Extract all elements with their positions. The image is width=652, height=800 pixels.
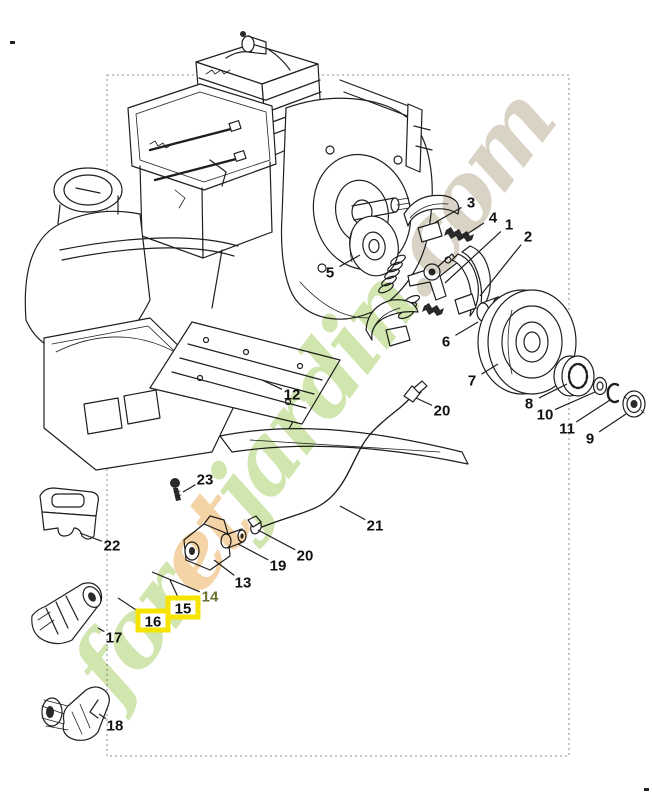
part-label-17: 17 [106, 630, 123, 647]
part-label-15: 15 [175, 601, 192, 618]
part-label-2: 2 [524, 229, 532, 246]
clutch-shoe-top-drawing [403, 194, 474, 243]
corner-mark-1 [10, 41, 15, 44]
leader-line-4 [457, 222, 485, 241]
leader-line-7 [481, 363, 499, 375]
part-label-8: 8 [525, 396, 533, 413]
leader-line-14 [151, 571, 201, 593]
carb-bracket-drawing [127, 83, 277, 259]
part-label-21: 21 [367, 518, 384, 535]
buffer-drawing [39, 487, 99, 540]
leader-line-11 [575, 399, 611, 423]
part-label-11: 11 [559, 421, 575, 438]
part-label-5: 5 [326, 265, 334, 282]
part-label-23: 23 [197, 472, 214, 489]
coupler18-drawing [41, 686, 110, 741]
leader-line-20 [415, 397, 433, 406]
part-label-13: 13 [235, 575, 252, 592]
leader-line-13 [213, 559, 235, 576]
clutch-washer-drawing [349, 215, 399, 277]
clutch-spider-drawing [378, 253, 459, 320]
highlight-box-16 [135, 608, 171, 633]
part-label-10: 10 [537, 407, 554, 424]
leader-line-23 [182, 484, 196, 493]
sprocket-hardware-drawing [553, 355, 646, 418]
oil-valve-drawing [183, 515, 247, 571]
part-label-20: 20 [434, 403, 451, 420]
clutch-shoe-bottom-drawing [365, 299, 419, 347]
part-label-7: 7 [468, 373, 476, 390]
leader-line-2 [479, 244, 522, 297]
leader-line-21 [339, 505, 366, 521]
tank-handle-drawing [24, 167, 239, 357]
chain-guard-drawing [149, 321, 341, 425]
part-label-19: 19 [270, 558, 287, 575]
leader-line-20 [257, 529, 296, 551]
leader-line-3 [435, 206, 462, 223]
drawing-layer [24, 31, 646, 741]
part-label-16: 16 [145, 614, 162, 631]
clutch-drum-drawing [477, 289, 577, 395]
leader-line-5 [339, 254, 361, 268]
spark-plug-drawing [205, 31, 291, 75]
coupler17-drawing [31, 582, 103, 645]
part-label-3: 3 [467, 195, 475, 212]
leader-line-8 [538, 383, 568, 399]
part-label-18: 18 [107, 718, 124, 735]
screw-drawing [170, 478, 182, 501]
part-label-1: 1 [505, 217, 513, 234]
leader-line-6 [455, 321, 479, 336]
part-label-22: 22 [104, 538, 121, 555]
part-label-9: 9 [586, 431, 594, 448]
leader-line-10 [554, 391, 596, 411]
leader-line-9 [598, 413, 627, 433]
leader-line-15 [169, 579, 179, 599]
leader-line-19 [237, 543, 269, 561]
leader-line-12 [261, 379, 283, 390]
leader-line-22 [79, 532, 102, 542]
part-label-6: 6 [442, 334, 450, 351]
part-label-14: 14 [202, 589, 219, 606]
leader-line-18 [98, 713, 107, 720]
part-label-4: 4 [489, 210, 498, 227]
leader-lines-layer [79, 206, 627, 720]
part-label-20: 20 [297, 548, 314, 565]
leader-line-17 [97, 627, 105, 633]
part-label-12: 12 [284, 387, 301, 404]
corner-mark-2 [644, 788, 649, 791]
highlight-box-15 [165, 595, 201, 620]
corner-marks-layer [10, 41, 649, 791]
leader-line-1 [444, 231, 502, 284]
